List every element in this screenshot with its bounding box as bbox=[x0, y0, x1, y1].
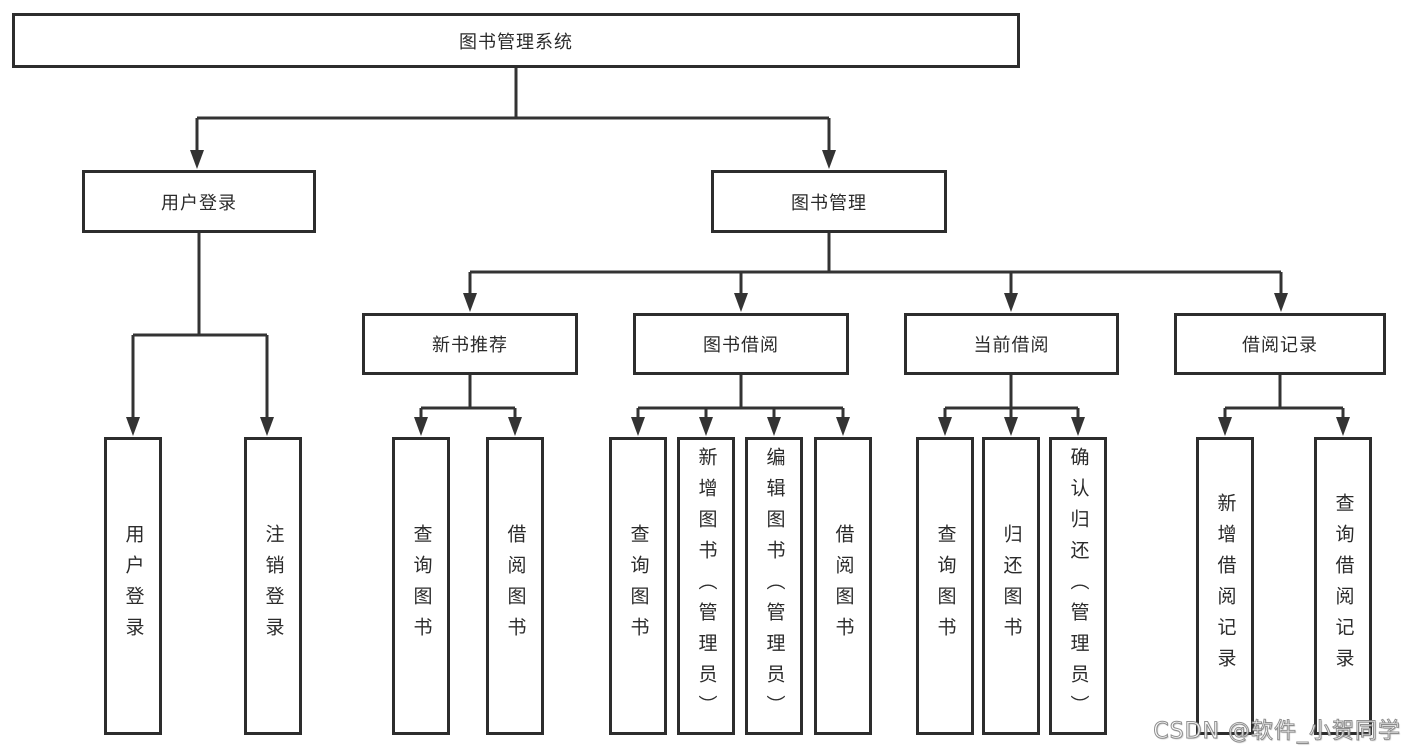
leaf-br-query-record: 查询借阅记录 bbox=[1314, 437, 1372, 735]
leaf-br-add-record-label: 新增借阅记录 bbox=[1214, 493, 1237, 679]
leaf-br-add-record: 新增借阅记录 bbox=[1196, 437, 1254, 735]
node-new-book-recommend: 新书推荐 bbox=[362, 313, 578, 375]
leaf-logout: 注销登录 bbox=[244, 437, 302, 735]
leaf-cb-return-book: 归还图书 bbox=[982, 437, 1040, 735]
connector-current-borrow bbox=[943, 375, 1080, 418]
node-borrow-record-label: 借阅记录 bbox=[1242, 335, 1318, 356]
leaf-bb-query-book-label: 查询图书 bbox=[627, 524, 650, 648]
leaf-bb-edit-book-admin-label: 编辑图书（管理员） bbox=[763, 446, 786, 726]
leaf-nb-borrow-book: 借阅图书 bbox=[486, 437, 544, 735]
connector-root bbox=[195, 68, 831, 151]
arrowheads bbox=[126, 150, 1350, 436]
leaf-bb-borrow-book-label: 借阅图书 bbox=[832, 524, 855, 648]
node-user-login-label: 用户登录 bbox=[161, 192, 237, 214]
connector-borrow-record bbox=[1223, 375, 1345, 418]
watermark: CSDN @软件_小贺同学 bbox=[1153, 719, 1401, 745]
connector-book-borrow bbox=[636, 375, 845, 418]
connector-user-login bbox=[131, 233, 269, 418]
node-book-borrow-label: 图书借阅 bbox=[703, 335, 779, 356]
connector-new-book bbox=[419, 375, 517, 418]
leaf-bb-add-book-admin: 新增图书（管理员） bbox=[677, 437, 735, 735]
leaf-nb-query-book-label: 查询图书 bbox=[410, 524, 433, 648]
leaf-br-query-record-label: 查询借阅记录 bbox=[1332, 493, 1355, 679]
node-root: 图书管理系统 bbox=[12, 13, 1020, 68]
leaf-bb-borrow-book: 借阅图书 bbox=[814, 437, 872, 735]
node-borrow-record: 借阅记录 bbox=[1174, 313, 1386, 375]
leaf-bb-edit-book-admin: 编辑图书（管理员） bbox=[745, 437, 803, 735]
node-book-management-label: 图书管理 bbox=[791, 192, 867, 214]
node-book-borrow: 图书借阅 bbox=[633, 313, 849, 375]
node-current-borrow: 当前借阅 bbox=[904, 313, 1119, 375]
leaf-cb-confirm-return-admin-label: 确认归还（管理员） bbox=[1067, 446, 1090, 726]
leaf-nb-query-book: 查询图书 bbox=[392, 437, 450, 735]
leaf-bb-add-book-admin-label: 新增图书（管理员） bbox=[695, 446, 718, 726]
leaf-user-login-label: 用户登录 bbox=[122, 524, 145, 648]
node-root-label: 图书管理系统 bbox=[459, 31, 573, 53]
leaf-cb-query-book: 查询图书 bbox=[916, 437, 974, 735]
leaf-logout-label: 注销登录 bbox=[262, 524, 285, 648]
leaf-cb-query-book-label: 查询图书 bbox=[934, 524, 957, 648]
leaf-user-login: 用户登录 bbox=[104, 437, 162, 735]
leaf-nb-borrow-book-label: 借阅图书 bbox=[504, 524, 527, 648]
leaf-cb-return-book-label: 归还图书 bbox=[1000, 524, 1023, 648]
connector-book-management bbox=[468, 233, 1283, 294]
leaf-cb-confirm-return-admin: 确认归还（管理员） bbox=[1049, 437, 1107, 735]
node-user-login: 用户登录 bbox=[82, 170, 316, 233]
node-current-borrow-label: 当前借阅 bbox=[973, 335, 1050, 356]
leaf-bb-query-book: 查询图书 bbox=[609, 437, 667, 735]
node-new-book-recommend-label: 新书推荐 bbox=[432, 335, 508, 356]
node-book-management: 图书管理 bbox=[711, 170, 947, 233]
